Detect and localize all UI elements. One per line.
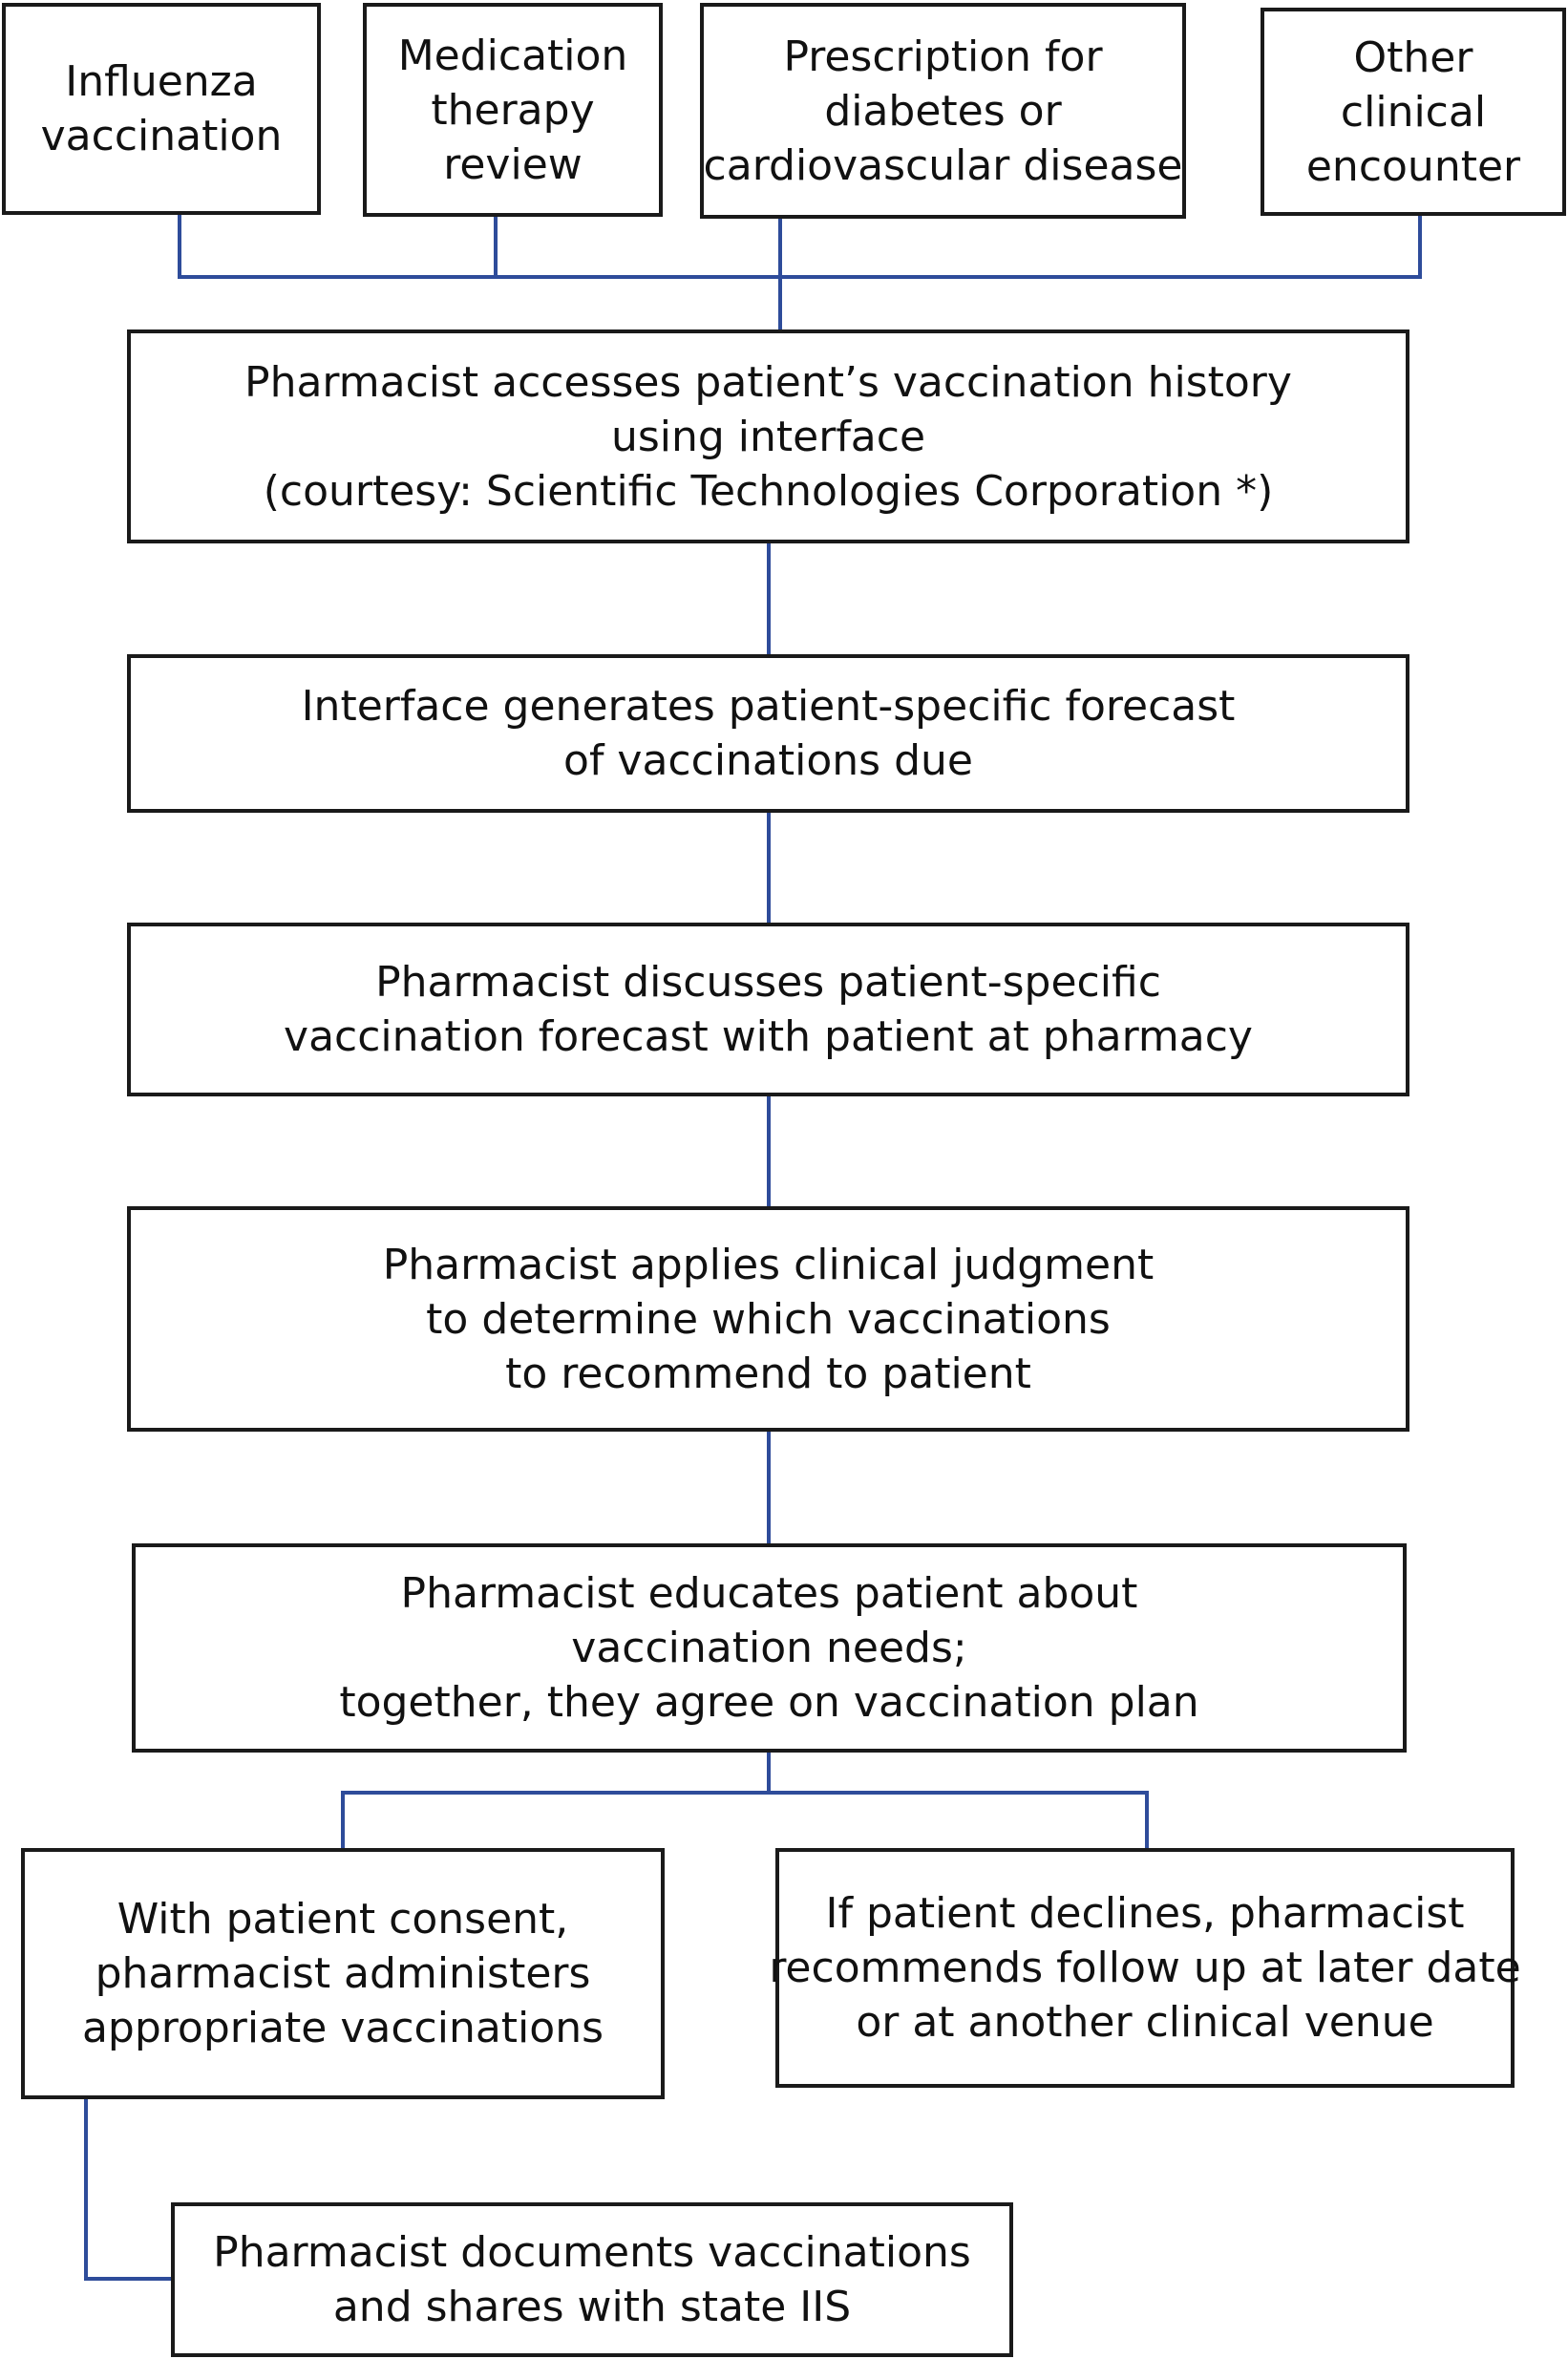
box-text-line: review: [443, 139, 583, 189]
box-text-line: to recommend to patient: [505, 1349, 1031, 1398]
box-text-line: Medication: [397, 31, 628, 80]
outcome-decline-follow-up: If patient declines, pharmacist recommen…: [769, 1848, 1521, 2088]
box-text-line: Influenza: [65, 57, 258, 106]
box-text-line: Pharmacist discusses patient-specific: [375, 958, 1161, 1007]
box-text-line: cardiovascular disease: [703, 140, 1183, 190]
box-text-line: With patient consent,: [117, 1895, 569, 1944]
step-document-and-share-iis: Pharmacist documents vaccinations and sh…: [171, 2202, 1013, 2357]
box-text-line: and shares with state IIS: [332, 2283, 852, 2331]
box-text-line: vaccination needs;: [571, 1624, 967, 1672]
box-text-line: vaccination: [40, 112, 283, 160]
box-text-line: If patient declines, pharmacist: [825, 1889, 1465, 1938]
trigger-medication-therapy-review: Medication therapy review: [363, 3, 663, 217]
connector-consent-documentation: [84, 2097, 173, 2281]
step-educate-and-agree: Pharmacist educates patient about vaccin…: [132, 1543, 1407, 1753]
box-text-line: together, they agree on vaccination plan: [339, 1678, 1199, 1727]
box-text-line: or at another clinical venue: [856, 1998, 1434, 2047]
box-text-line: recommends follow up at later date: [769, 1944, 1521, 1992]
box-text-line: Pharmacist documents vaccinations: [213, 2228, 971, 2277]
box-text-line: vaccination forecast with patient at pha…: [284, 1012, 1253, 1061]
box-text-line: to determine which vaccinations: [426, 1294, 1111, 1344]
box-text-line: Pharmacist educates patient about: [400, 1569, 1138, 1618]
step-discuss-forecast: Pharmacist discusses patient-specific va…: [127, 923, 1409, 1096]
step-apply-clinical-judgment: Pharmacist applies clinical judgment to …: [127, 1206, 1409, 1432]
box-text-line: using interface: [610, 412, 926, 461]
box-text-line: Pharmacist accesses patient’s vaccinatio…: [244, 357, 1292, 407]
step-generate-forecast: Interface generates patient-specific for…: [127, 654, 1409, 813]
outcome-consent-administer: With patient consent, pharmacist adminis…: [21, 1848, 665, 2099]
box-text-line: pharmacist administers: [95, 1949, 591, 1998]
step-access-vaccination-history: Pharmacist accesses patient’s vaccinatio…: [127, 329, 1409, 543]
box-text-line: Pharmacist applies clinical judgment: [382, 1240, 1155, 1289]
box-text-line: therapy: [431, 85, 595, 135]
box-text-line: of vaccinations due: [563, 736, 973, 785]
box-text-line: Other: [1353, 32, 1473, 82]
trigger-other-clinical-encounter: Other clinical encounter: [1261, 8, 1566, 216]
trigger-influenza-vaccination: Influenza vaccination: [2, 3, 321, 215]
trigger-prescription-diabetes-cvd: Prescription for diabetes or cardiovascu…: [700, 3, 1186, 219]
box-text-line: (courtesy: Scientific Technologies Corpo…: [263, 466, 1274, 516]
box-text-line: encounter: [1305, 141, 1521, 191]
box-text-line: diabetes or: [824, 86, 1062, 136]
box-text-line: Interface generates patient-specific for…: [301, 682, 1236, 731]
box-text-line: clinical: [1340, 87, 1487, 137]
connector-trigger-bus: [178, 213, 1422, 279]
box-text-line: Prescription for: [783, 32, 1103, 81]
box-text-line: appropriate vaccinations: [81, 2004, 604, 2052]
connector-split-outcomes: [341, 1751, 1149, 1850]
